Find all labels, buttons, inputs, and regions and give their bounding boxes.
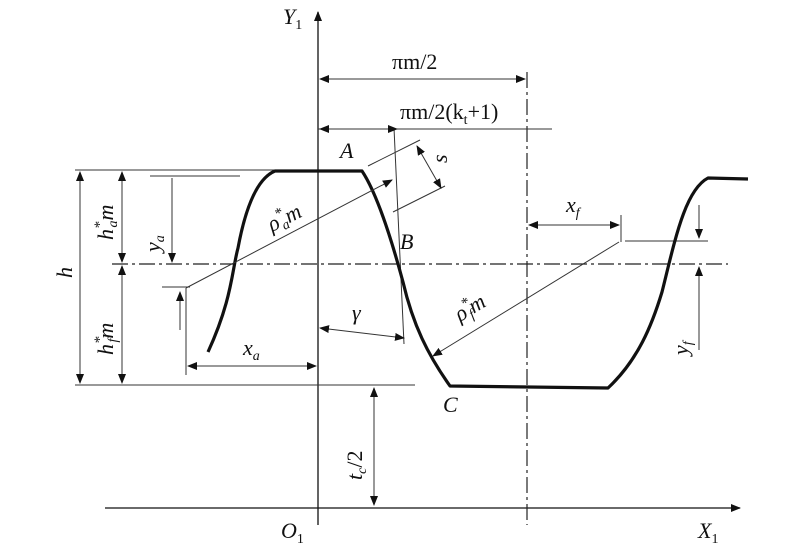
half-pitch-label: πm/2 (392, 49, 437, 74)
yf-label: yf (668, 339, 696, 357)
x-axis-label: X1 (697, 518, 718, 547)
rho-f-radius (432, 241, 620, 357)
tc-label: tc/2 (342, 451, 370, 480)
gamma-tangent-line (393, 127, 405, 345)
s-label: s (427, 154, 452, 163)
gamma-label: γ (352, 300, 362, 325)
h-label: h (52, 267, 77, 278)
s-extension-2 (392, 185, 446, 213)
s-dimension (416, 145, 442, 189)
xa-label: xa (242, 335, 260, 364)
point-a-label: A (338, 138, 354, 163)
s-extension-1 (367, 139, 421, 167)
point-c-label: C (443, 392, 458, 417)
ya-label: ya (140, 235, 168, 254)
modified-pitch-label: πm/2(kt+1) (400, 99, 498, 128)
origin-label: O1 (281, 518, 304, 547)
ha-label: h*am (92, 205, 121, 240)
point-b-label: B (400, 229, 413, 254)
rho-f-label: ρ*fm (448, 288, 491, 330)
hf-label: h*fm (92, 323, 121, 355)
rho-a-radius (185, 179, 393, 289)
y-axis-label: Y1 (283, 4, 302, 33)
gamma-dimension (319, 325, 405, 341)
xf-label: xf (565, 192, 582, 221)
rack-tooth-profile (206, 169, 749, 390)
rho-a-label: ρ*am (262, 197, 307, 239)
